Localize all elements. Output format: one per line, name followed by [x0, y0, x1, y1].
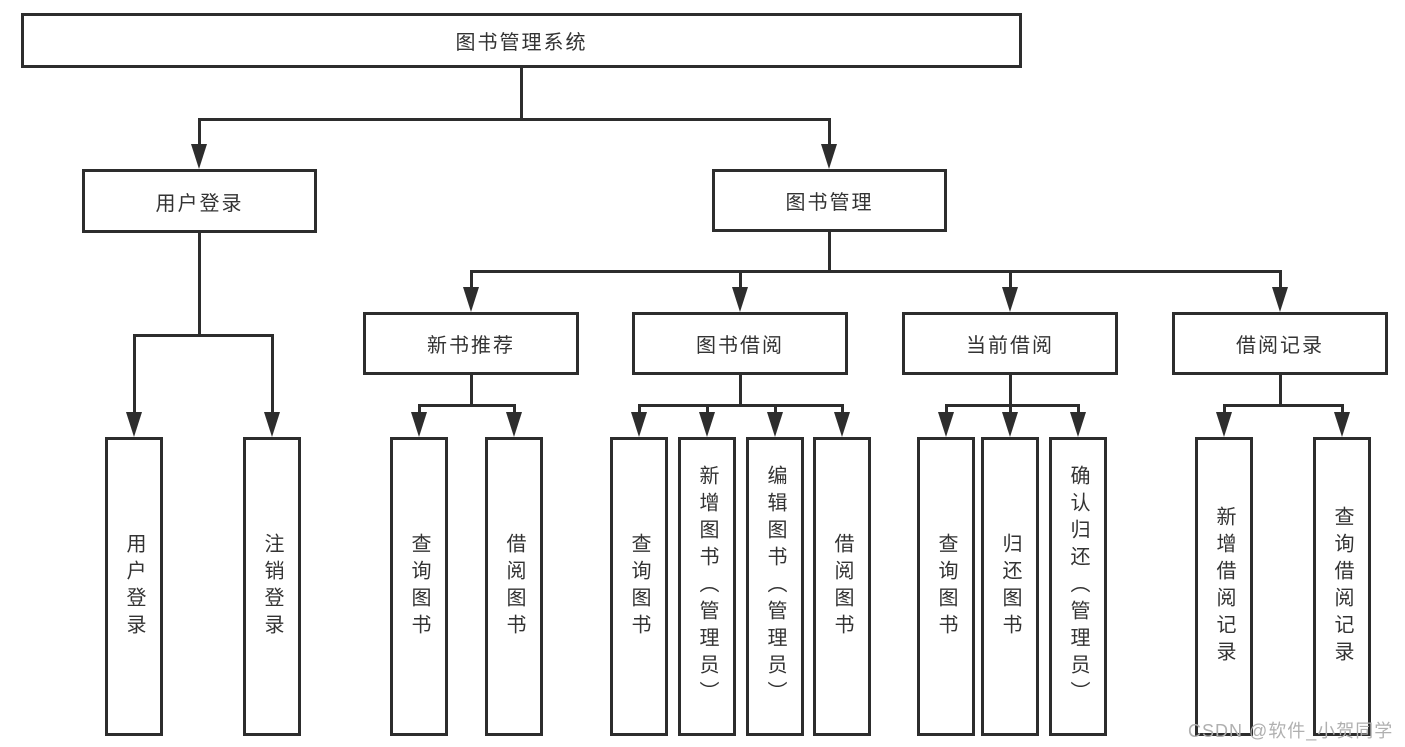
leaf-label: 确认归还（管理员）	[1067, 465, 1089, 708]
leaf-label: 编辑图书（管理员）	[764, 465, 786, 708]
node-borrow-records: 借阅记录	[1172, 312, 1388, 375]
connector-newbook-rail	[418, 404, 515, 407]
connector-user-login-rail	[133, 334, 274, 337]
connector-arrow-stem	[1009, 404, 1012, 414]
leaf-borrow-books-borrow: 借阅图书	[813, 437, 871, 736]
leaf-return-book: 归还图书	[981, 437, 1039, 736]
connector-arrow-stem	[1279, 270, 1282, 290]
connector-stem	[1009, 374, 1012, 406]
leaf-borrow-books-newbook: 借阅图书	[485, 437, 543, 736]
arrow-down-icon	[699, 412, 715, 437]
connector-level2-rail	[198, 118, 831, 121]
node-user-login: 用户登录	[82, 169, 317, 233]
connector-stem	[739, 374, 742, 406]
arrow-down-icon	[631, 412, 647, 437]
node-label: 新书推荐	[427, 335, 515, 357]
node-label: 图书管理	[785, 192, 874, 214]
connector-arrow-stem	[841, 404, 844, 414]
connector-currentborrow-rail	[945, 404, 1079, 407]
arrow-down-icon	[126, 412, 142, 437]
node-current-borrow: 当前借阅	[902, 312, 1118, 375]
leaf-label: 注销登录	[261, 532, 283, 641]
arrow-down-icon	[191, 144, 207, 169]
leaf-label: 借阅图书	[503, 532, 525, 641]
node-label: 图书管理系统	[455, 32, 588, 54]
leaf-confirm-return-admin: 确认归还（管理员）	[1049, 437, 1107, 736]
node-label: 图书借阅	[696, 335, 784, 357]
leaf-label: 查询图书	[935, 532, 957, 641]
leaf-label: 归还图书	[999, 532, 1021, 641]
connector-arrow-stem	[271, 334, 274, 413]
connector-book-mgmt-stem	[828, 231, 831, 272]
arrow-down-icon	[834, 412, 850, 437]
arrow-down-icon	[1070, 412, 1086, 437]
arrow-down-icon	[732, 287, 748, 312]
node-book-borrow: 图书借阅	[632, 312, 848, 375]
leaf-query-borrow-record: 查询借阅记录	[1313, 437, 1371, 736]
connector-arrow-stem	[739, 270, 742, 290]
leaf-query-books-newbook: 查询图书	[390, 437, 448, 736]
connector-arrow-stem	[945, 404, 948, 414]
connector-stem	[1279, 374, 1282, 406]
connector-arrow-stem	[1009, 270, 1012, 290]
connector-user-login-stem	[198, 232, 201, 336]
leaf-label: 新增图书（管理员）	[696, 465, 718, 708]
leaf-label: 查询图书	[628, 532, 650, 641]
connector-level3-rail	[470, 270, 1282, 273]
connector-arrow-stem	[828, 118, 831, 148]
arrow-down-icon	[1002, 287, 1018, 312]
connector-stem	[470, 374, 473, 406]
arrow-down-icon	[1272, 287, 1288, 312]
arrow-down-icon	[463, 287, 479, 312]
leaf-label: 新增借阅记录	[1213, 505, 1235, 668]
arrow-down-icon	[767, 412, 783, 437]
node-new-book-recommend: 新书推荐	[363, 312, 579, 375]
arrow-down-icon	[938, 412, 954, 437]
arrow-down-icon	[264, 412, 280, 437]
arrow-down-icon	[506, 412, 522, 437]
arrow-down-icon	[821, 144, 837, 169]
arrow-down-icon	[1216, 412, 1232, 437]
connector-arrow-stem	[1341, 404, 1344, 414]
node-book-management: 图书管理	[712, 169, 947, 232]
leaf-user-login: 用户登录	[105, 437, 163, 736]
connector-arrow-stem	[638, 404, 641, 414]
leaf-label: 查询借阅记录	[1331, 505, 1353, 668]
leaf-query-books-current: 查询图书	[917, 437, 975, 736]
connector-arrow-stem	[1077, 404, 1080, 414]
connector-arrow-stem	[470, 270, 473, 290]
arrow-down-icon	[1002, 412, 1018, 437]
node-library-management-system: 图书管理系统	[21, 13, 1022, 68]
leaf-edit-book-admin: 编辑图书（管理员）	[746, 437, 804, 736]
leaf-query-books-borrow: 查询图书	[610, 437, 668, 736]
node-label: 借阅记录	[1236, 335, 1324, 357]
node-label: 当前借阅	[966, 335, 1054, 357]
watermark: CSDN @软件_小贺同学	[1188, 721, 1394, 741]
leaf-logout: 注销登录	[243, 437, 301, 736]
connector-arrow-stem	[513, 404, 516, 414]
leaf-label: 用户登录	[123, 532, 145, 641]
connector-bookborrow-rail	[638, 404, 843, 407]
connector-arrow-stem	[774, 404, 777, 414]
connector-arrow-stem	[1223, 404, 1226, 414]
connector-arrow-stem	[418, 404, 421, 414]
connector-records-rail	[1223, 404, 1343, 407]
connector-arrow-stem	[133, 334, 136, 413]
leaf-label: 借阅图书	[831, 532, 853, 641]
connector-root-stem	[520, 68, 523, 120]
node-label: 用户登录	[155, 192, 244, 215]
leaf-add-borrow-record: 新增借阅记录	[1195, 437, 1253, 736]
leaf-add-book-admin: 新增图书（管理员）	[678, 437, 736, 736]
connector-arrow-stem	[198, 118, 201, 148]
arrow-down-icon	[1334, 412, 1350, 437]
connector-arrow-stem	[706, 404, 709, 414]
arrow-down-icon	[411, 412, 427, 437]
leaf-label: 查询图书	[408, 532, 430, 641]
